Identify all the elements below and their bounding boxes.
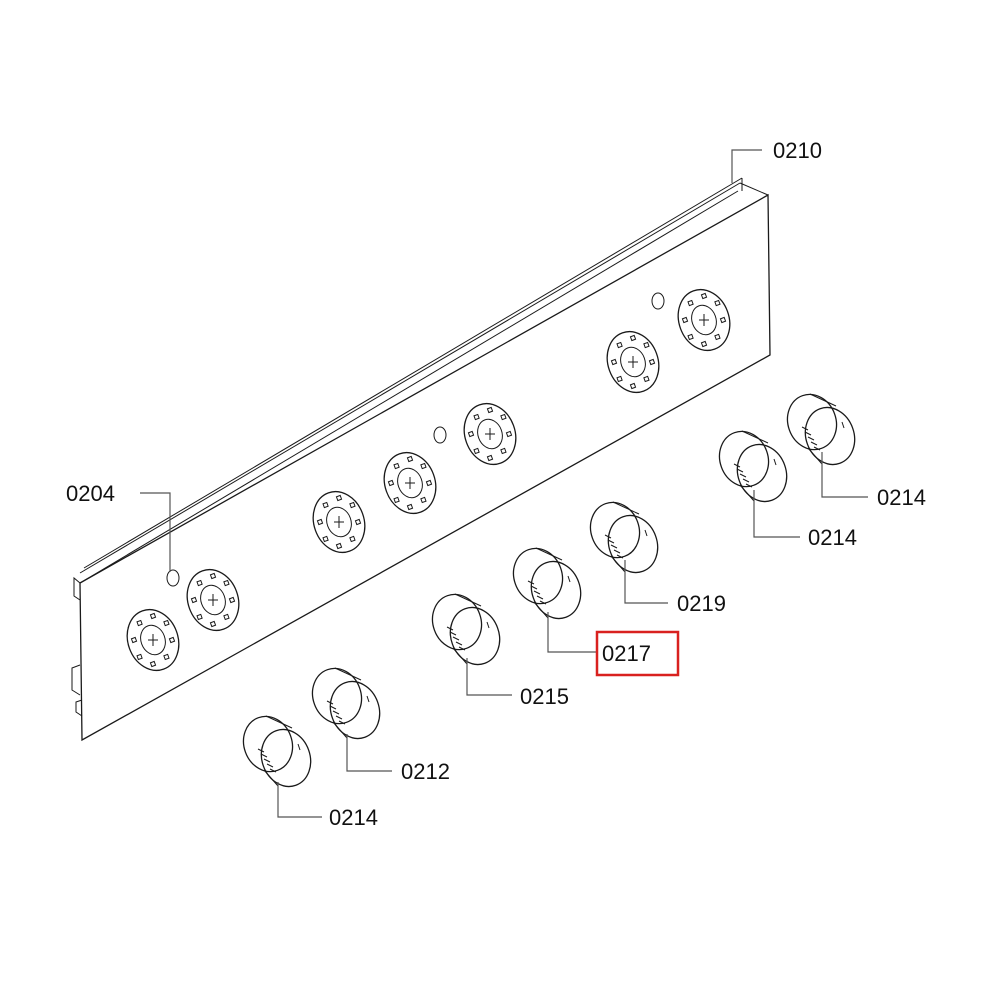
- knobs-group: [242, 393, 856, 788]
- indicator-hole-right: [651, 292, 665, 310]
- leader-0214-right: [753, 490, 800, 538]
- leader-0204: [140, 492, 171, 572]
- leader-0214-left: [277, 782, 322, 818]
- panel-knob-holes: [126, 288, 731, 672]
- indicator-hole-middle: [433, 426, 447, 444]
- panel-hole-7: [677, 288, 731, 352]
- label-0210: 0210: [773, 138, 822, 163]
- label-0219: 0219: [677, 591, 726, 616]
- leader-0212: [346, 734, 392, 772]
- knob-0215: [431, 593, 501, 666]
- indicator-hole-left: [166, 569, 180, 587]
- label-0214-left: 0214: [329, 805, 378, 830]
- panel-hole-4: [383, 451, 437, 515]
- knob-0212: [311, 667, 381, 740]
- knob-0217: [512, 547, 582, 620]
- label-0212: 0212: [401, 759, 450, 784]
- highlight-box: [595, 630, 680, 677]
- label-0214-far-right: 0214: [877, 485, 926, 510]
- label-0215: 0215: [520, 684, 569, 709]
- control-panel: [71, 177, 771, 742]
- knob-0214-left: [242, 715, 312, 788]
- panel-hole-2: [186, 568, 240, 632]
- label-0204: 0204: [66, 481, 115, 506]
- leader-0214-far-right: [821, 452, 868, 498]
- panel-hole-6: [606, 330, 660, 394]
- leader-0219: [624, 560, 668, 604]
- leader-lines: [140, 149, 868, 818]
- leader-0217: [547, 612, 597, 653]
- knob-0219: [589, 501, 659, 574]
- label-0214-right: 0214: [808, 525, 857, 550]
- label-0217: 0217: [602, 641, 651, 666]
- knob-0214-far-right: [786, 393, 856, 466]
- part-labels: 0210 0204 0214 0214 0219 0217 0215 0212 …: [66, 138, 926, 830]
- leader-0210: [731, 149, 762, 183]
- panel-hole-3: [312, 490, 366, 554]
- knob-0214-right: [718, 430, 788, 503]
- leader-0215: [466, 658, 512, 696]
- panel-hole-5: [463, 402, 517, 466]
- panel-hole-1: [126, 608, 180, 672]
